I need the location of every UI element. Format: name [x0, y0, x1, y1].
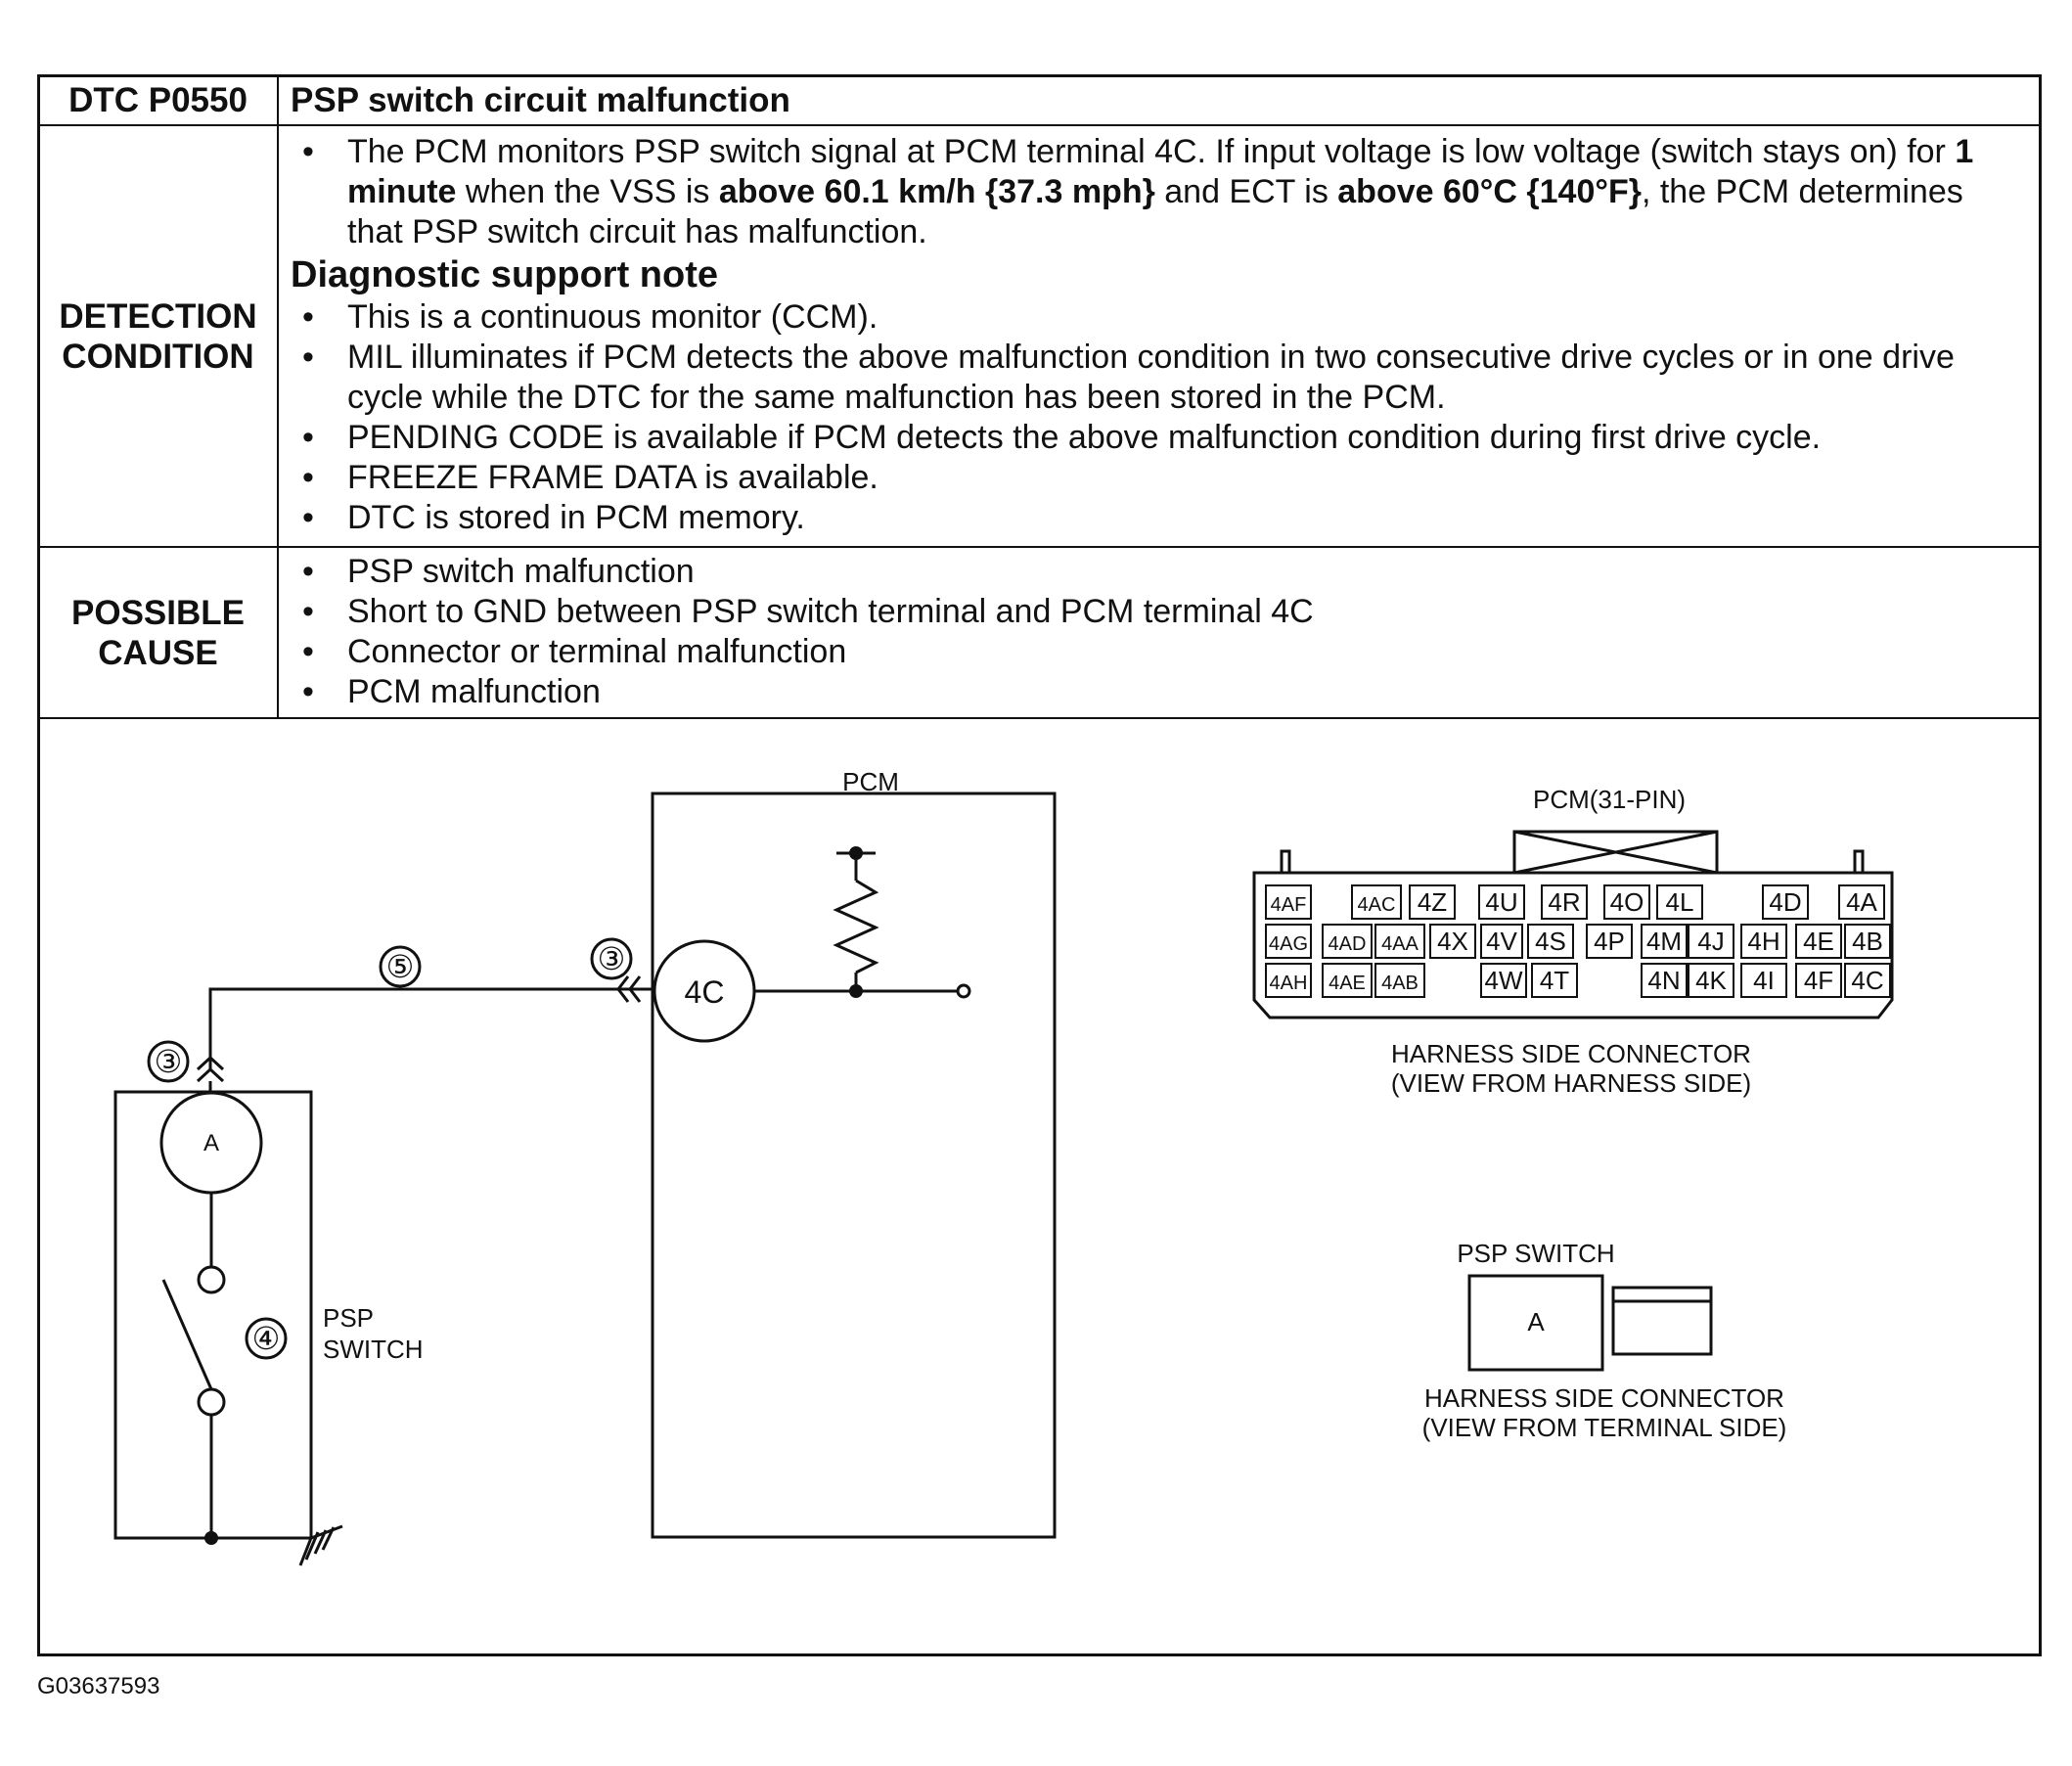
list-item: This is a continuous monitor (CCM). — [291, 297, 2024, 338]
dtc-title: PSP switch circuit malfunction — [277, 74, 2042, 126]
detection-notes: This is a continuous monitor (CCM). MIL … — [291, 297, 2024, 538]
list-item: MIL illuminates if PCM detects the above… — [291, 338, 2024, 418]
detection-row: DETECTION CONDITION The PCM monitors PSP… — [37, 124, 2042, 548]
possible-cause-row: POSSIBLE CAUSE PSP switch malfunction Sh… — [37, 546, 2042, 719]
list-item: PCM malfunction — [291, 672, 2024, 712]
detection-intro-list: The PCM monitors PSP switch signal at PC… — [291, 132, 2024, 252]
detection-label-line2: CONDITION — [62, 337, 254, 376]
list-item: FREEZE FRAME DATA is available. — [291, 458, 2024, 498]
cause-label-line1: POSSIBLE — [71, 593, 245, 632]
list-item: Short to GND between PSP switch terminal… — [291, 592, 2024, 632]
note-heading: Diagnostic support note — [291, 254, 718, 295]
list-item: DTC is stored in PCM memory. — [291, 498, 2024, 538]
detection-label-line1: DETECTION — [59, 296, 257, 336]
detection-label: DETECTION CONDITION — [37, 124, 279, 548]
dtc-code: DTC P0550 — [37, 74, 279, 126]
list-item: PSP switch malfunction — [291, 552, 2024, 592]
dtc-table: DTC P0550 PSP switch circuit malfunction… — [37, 74, 2042, 719]
figure-id: G03637593 — [37, 1673, 160, 1699]
cause-list: PSP switch malfunction Short to GND betw… — [291, 552, 2024, 712]
detection-body: The PCM monitors PSP switch signal at PC… — [277, 124, 2042, 548]
cause-label-line2: CAUSE — [98, 633, 218, 672]
list-item: Connector or terminal malfunction — [291, 632, 2024, 672]
header-row: DTC P0550 PSP switch circuit malfunction — [37, 74, 2042, 126]
detection-intro: The PCM monitors PSP switch signal at PC… — [291, 132, 2024, 252]
possible-cause-label: POSSIBLE CAUSE — [37, 546, 279, 719]
list-item: PENDING CODE is available if PCM detects… — [291, 418, 2024, 458]
possible-cause-body: PSP switch malfunction Short to GND betw… — [277, 546, 2042, 719]
